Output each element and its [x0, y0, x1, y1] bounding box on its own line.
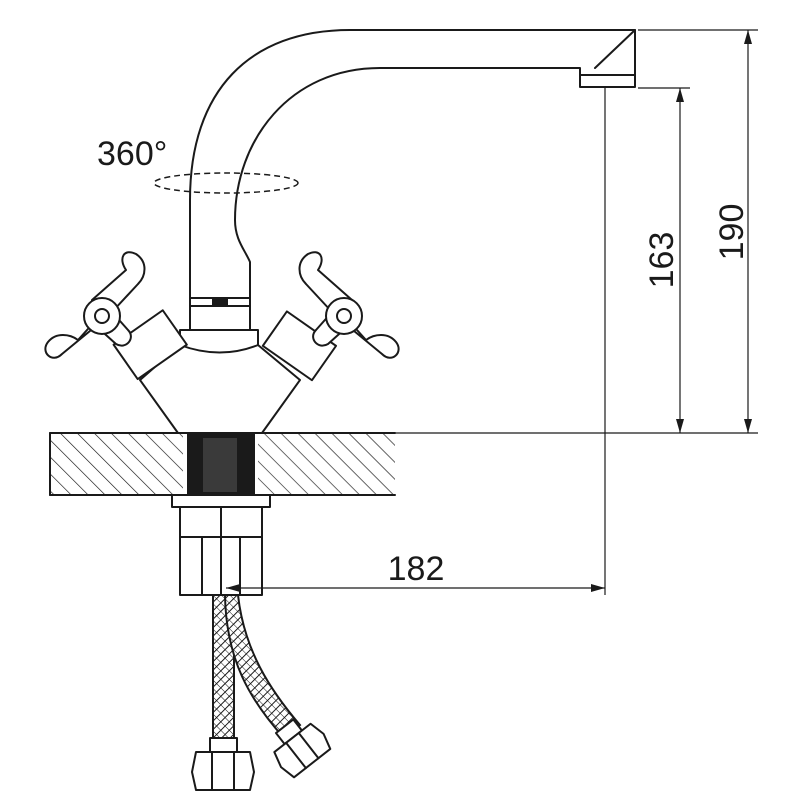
- hose-nut-right: [273, 722, 332, 779]
- dimension-label-spout-height: 163: [643, 232, 681, 289]
- dimension-label-total-height: 190: [713, 204, 751, 261]
- hose-right: [223, 594, 302, 740]
- hose-nut-left: [191, 751, 255, 791]
- supply-hoses: [191, 594, 332, 791]
- rotation-indicator: 360°: [97, 135, 299, 194]
- rotation-label: 360°: [97, 135, 167, 173]
- swivel-collar: [189, 297, 251, 331]
- left-handle: [44, 251, 188, 381]
- dimension-lines: [226, 29, 758, 595]
- dimension-label-spout-reach: 182: [388, 550, 445, 588]
- right-handle: [261, 251, 400, 382]
- mounting-shank: [187, 433, 255, 495]
- mounting-nut: [171, 494, 271, 596]
- spout: [189, 29, 636, 299]
